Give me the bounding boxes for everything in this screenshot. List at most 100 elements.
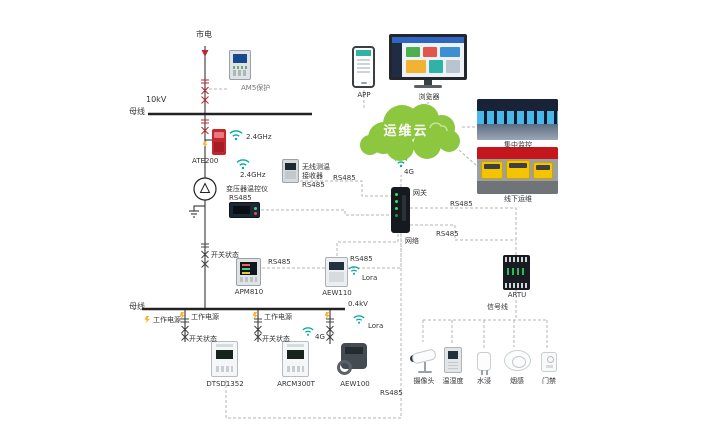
artu-leds bbox=[507, 268, 527, 275]
aew110-label: AEW110 bbox=[322, 289, 352, 297]
service-truck bbox=[506, 160, 530, 179]
mains-arrow bbox=[201, 50, 209, 57]
wireless-temp-receiver-device bbox=[282, 159, 299, 183]
cloud-label: 运维云 bbox=[383, 124, 429, 139]
photo-desk bbox=[477, 123, 558, 140]
phone-device bbox=[352, 46, 375, 88]
photo-ground bbox=[477, 180, 558, 194]
dashboard-header bbox=[392, 37, 464, 43]
lv-voltage-label: 0.4kV bbox=[348, 300, 368, 308]
central-monitoring-label: 集中监控 bbox=[504, 141, 532, 149]
mains-label: 市电 bbox=[196, 30, 212, 39]
relay-label: AM5保护 bbox=[241, 84, 271, 92]
app-label: APP bbox=[357, 91, 371, 99]
dashboard-tile bbox=[440, 47, 460, 57]
smoke-label: 烟感 bbox=[510, 377, 524, 385]
g4-gateway-label: 4G bbox=[404, 168, 414, 176]
artu-label: ARTU bbox=[507, 291, 527, 299]
door-access-device bbox=[541, 352, 557, 372]
water-label: 水浸 bbox=[477, 377, 491, 385]
photo-wall bbox=[477, 99, 558, 112]
service-truck bbox=[533, 162, 553, 179]
dashboard-tile bbox=[429, 60, 443, 73]
ghz-label-1: 2.4GHz bbox=[246, 133, 272, 141]
switch-status-label-2: 开关状态 bbox=[189, 335, 217, 343]
dtsd1352-meter-device bbox=[211, 341, 238, 377]
aew110-device bbox=[325, 257, 348, 287]
rs485-apm-label: RS485 bbox=[268, 258, 291, 266]
switch-status-label-3: 开关状态 bbox=[262, 335, 290, 343]
camera-device bbox=[408, 345, 440, 375]
receiver-label-line2: 接收器 bbox=[302, 172, 323, 180]
hv-voltage-label: 10kV bbox=[146, 95, 167, 104]
work-power-label-3: 工作电源 bbox=[264, 313, 292, 321]
dashboard-tile bbox=[446, 60, 460, 73]
din-top-strip bbox=[216, 344, 233, 347]
apm810-label: APM810 bbox=[234, 288, 264, 296]
tmon-screen bbox=[233, 206, 250, 214]
water-leak-sensor-device bbox=[477, 352, 491, 375]
hv-busbar-label: 母线 bbox=[129, 107, 145, 116]
monitor-stand bbox=[424, 80, 432, 85]
gateway-device bbox=[391, 187, 410, 233]
aew100-ct-clamp bbox=[337, 360, 352, 375]
receiver-label-line3: RS485 bbox=[302, 181, 325, 189]
ate200-label: ATE200 bbox=[192, 157, 219, 165]
din-top-strip bbox=[287, 344, 304, 347]
lv-busbar-label: 母线 bbox=[129, 302, 145, 311]
monitor-base bbox=[414, 85, 442, 88]
ate200-sensor-device bbox=[212, 129, 226, 155]
protection-relay-device bbox=[229, 50, 251, 80]
apm810-screen bbox=[240, 262, 257, 275]
camera-foot bbox=[418, 371, 432, 373]
rs485-right-label-1: RS485 bbox=[450, 200, 473, 208]
wifi-icon-aew100-lora bbox=[353, 315, 365, 325]
offline-ops-label: 线下运维 bbox=[504, 195, 532, 203]
phone-screen-line bbox=[357, 71, 370, 73]
comm-lines bbox=[209, 88, 548, 419]
door-label: 门禁 bbox=[542, 377, 556, 385]
rs485-bottom-label: RS485 bbox=[380, 389, 403, 397]
transformer-monitor-label: 变压器温控仪 bbox=[226, 185, 268, 193]
dashboard-tile bbox=[406, 47, 420, 57]
camera-label: 摄像头 bbox=[413, 377, 435, 385]
tmon-leds bbox=[254, 207, 257, 210]
rs485-receiver-label: RS485 bbox=[333, 174, 356, 182]
wifi-icon-arcm-4g bbox=[302, 327, 314, 337]
central-monitoring-photo bbox=[477, 99, 558, 140]
lora-aew100-label: Lora bbox=[368, 322, 384, 330]
phone-screen-line bbox=[357, 59, 370, 61]
temp-humidity-sensor-device bbox=[444, 347, 462, 373]
arcm300t-meter-device bbox=[282, 341, 309, 377]
phone-screen-line bbox=[357, 67, 370, 69]
aew100-label: AEW100 bbox=[340, 380, 370, 388]
rs485-tmon-label: RS485 bbox=[229, 194, 252, 202]
dtsd1352-label: DTSD1352 bbox=[206, 380, 244, 388]
offline-ops-photo bbox=[477, 147, 558, 194]
gateway-label: 网关 bbox=[413, 189, 427, 197]
phone-home-button bbox=[360, 82, 367, 84]
lora-aew110-label: Lora bbox=[362, 274, 378, 282]
relay-buttons bbox=[233, 70, 247, 76]
wifi-icon-ate-rx bbox=[236, 159, 250, 170]
apm810-buttons bbox=[240, 277, 257, 282]
work-power-label-2: 工作电源 bbox=[191, 313, 219, 321]
rs485-right-label-2: RS485 bbox=[436, 230, 459, 238]
work-power-label-1: 工作电源 bbox=[153, 316, 181, 324]
photo-banner bbox=[477, 147, 558, 160]
signal-line-label: 信号线 bbox=[487, 303, 508, 311]
arcm300t-label: ARCM300T bbox=[277, 380, 315, 388]
photo-screens bbox=[477, 111, 558, 124]
monitor-screen bbox=[389, 34, 467, 80]
switch-status-label-1: 开关状态 bbox=[211, 251, 239, 259]
receiver-label-line1: 无线测温 bbox=[302, 163, 330, 171]
browser-label: 浏览器 bbox=[418, 93, 440, 101]
wifi-icon-ate-tx bbox=[229, 130, 243, 141]
service-truck bbox=[481, 161, 503, 179]
cloud-graphic bbox=[360, 104, 460, 161]
artu-device bbox=[503, 255, 530, 290]
phone-screen-line bbox=[357, 63, 370, 65]
monitor-device bbox=[389, 34, 467, 90]
